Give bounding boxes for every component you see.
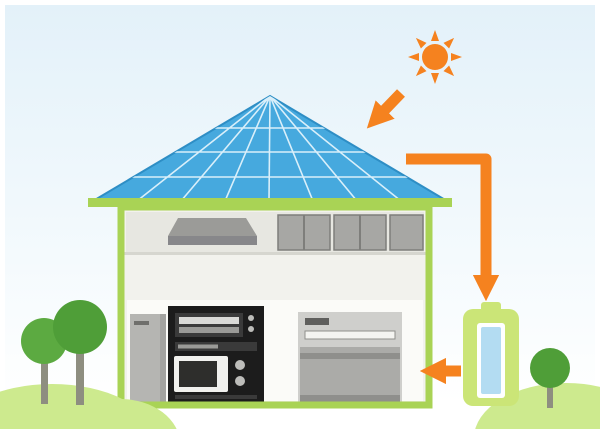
dishwasher-badge — [305, 318, 329, 325]
arrow-roof-to-battery — [406, 153, 500, 302]
bush-left-small — [63, 399, 177, 429]
microwave-window — [179, 361, 217, 387]
refrigerator — [130, 314, 166, 402]
panel-button — [248, 326, 254, 332]
panel-button — [248, 315, 254, 321]
energy-flow-arrows — [366, 89, 500, 385]
floor-divider — [124, 252, 426, 255]
vent-hood-top — [168, 218, 257, 236]
tree-right — [530, 348, 570, 408]
control-panel — [175, 313, 243, 337]
sun-rays — [408, 30, 462, 84]
microwave-knob — [235, 360, 245, 370]
storage-battery — [463, 302, 519, 406]
bush-right — [475, 383, 600, 429]
panel-grid-lines — [93, 96, 447, 201]
tree-canopy — [53, 300, 107, 354]
house-frame — [117, 203, 433, 409]
microwave-knob — [235, 376, 245, 386]
tree-trunk — [41, 352, 48, 404]
tree-trunk — [547, 378, 553, 408]
dishwasher-kickplate — [300, 395, 400, 402]
tree-trunk — [76, 345, 84, 405]
battery-cell — [481, 327, 501, 394]
sun-icon — [408, 30, 462, 84]
display-row-1 — [179, 317, 239, 324]
solar-panel-roof — [88, 94, 452, 207]
window — [389, 214, 424, 251]
display-strip-readout — [178, 344, 218, 349]
vent-hood — [168, 218, 257, 245]
dishwasher-door-groove — [300, 353, 400, 359]
tree-left-large — [53, 300, 107, 405]
greenery — [0, 300, 600, 429]
refrigerator-handle — [134, 321, 149, 325]
arrow-sun-to-roof — [366, 89, 405, 129]
dishwasher — [298, 312, 402, 402]
window-dividers — [303, 215, 361, 250]
second-floor-windows — [277, 214, 424, 251]
oven-microwave-unit — [168, 306, 264, 402]
house — [117, 203, 433, 409]
display-row-2 — [179, 327, 239, 333]
unit-base-strip — [175, 395, 257, 399]
sun-core — [422, 44, 448, 70]
tree-canopy — [530, 348, 570, 388]
refrigerator-shadow — [160, 314, 166, 402]
solar-panel-grid — [93, 96, 447, 201]
dishwasher-handle-slot — [304, 330, 396, 340]
vent-hood-base — [168, 236, 257, 245]
roof-eave — [88, 198, 452, 207]
